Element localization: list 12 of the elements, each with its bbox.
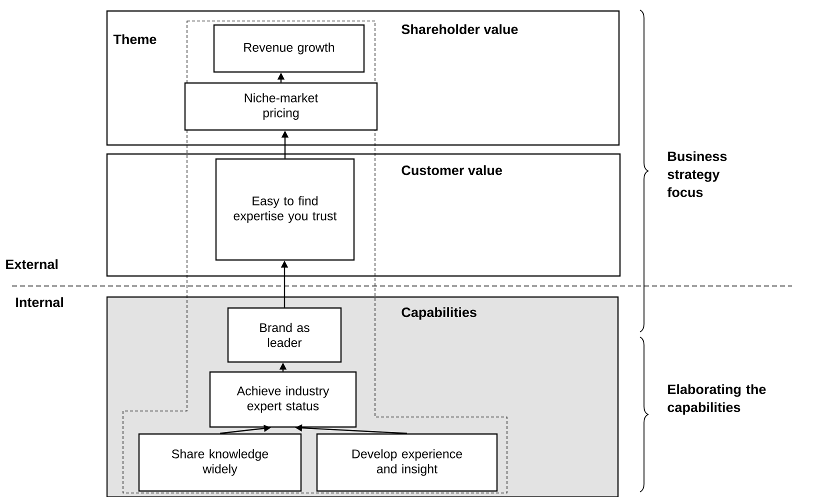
process-box: Brand as leader (227, 307, 342, 363)
process-box: Share knowledge widely (138, 433, 302, 492)
side-label: Business strategy focus (667, 151, 727, 198)
process-box: Niche-market pricing (184, 82, 378, 131)
process-box: Develop experience and insight (316, 433, 498, 492)
side-label: Elaborating the capabilities (668, 384, 766, 415)
side-label: Internal (16, 297, 63, 308)
process-box: Achieve industry expert status (209, 371, 357, 428)
side-label: Theme (113, 34, 156, 44)
process-box: Revenue growth (213, 24, 365, 73)
process-box: Easy to find expertise you trust (215, 158, 355, 261)
side-label: External (6, 259, 58, 270)
